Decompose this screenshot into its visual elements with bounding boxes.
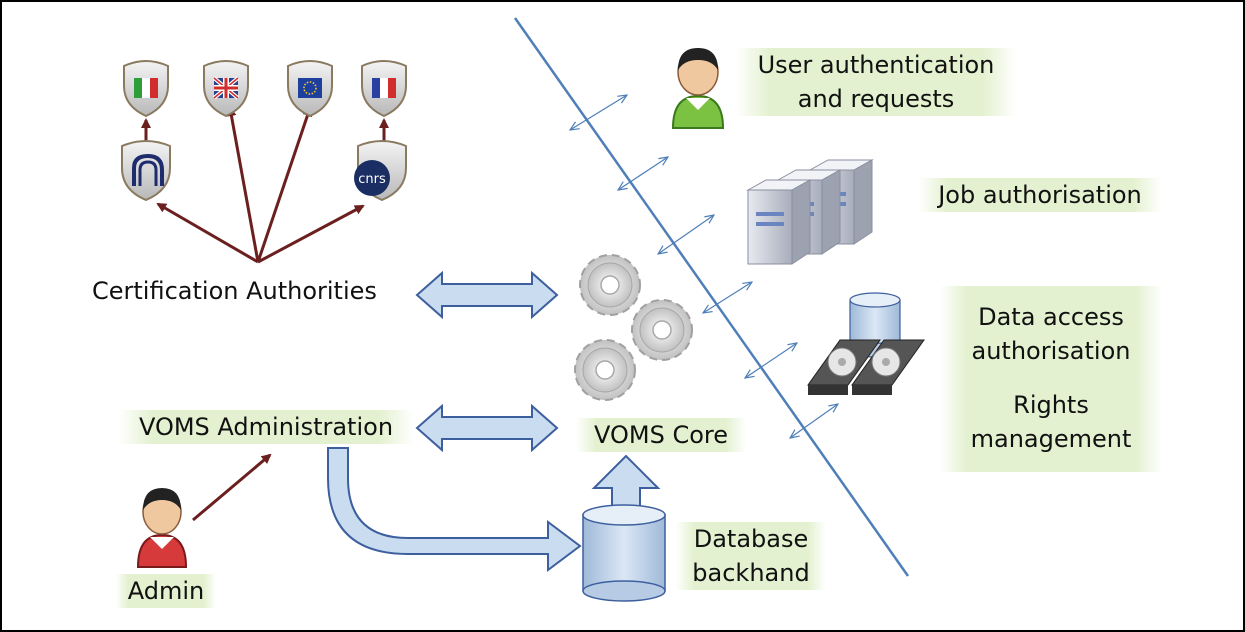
user-auth-line-2: and requests — [797, 85, 955, 113]
admin-to-database-arrow — [327, 447, 582, 572]
uk-flag-shield-icon — [203, 60, 249, 118]
database-line-2: backhand — [692, 559, 810, 587]
admin-label: Admin — [116, 574, 216, 608]
admin-user-icon — [136, 488, 188, 568]
ca-to-uk-arrow — [226, 106, 260, 263]
data-access-line-1: Data access — [978, 303, 1124, 331]
data-access-line-3: Rights — [1013, 391, 1089, 419]
ca-to-eu-arrow — [256, 106, 313, 263]
comm-arrow-2 — [618, 157, 668, 190]
comm-arrow-4 — [703, 282, 752, 313]
database-to-core-arrow — [591, 454, 661, 513]
data-access-line-2: authorisation — [971, 337, 1131, 365]
hard-disk-icon — [807, 339, 925, 395]
job-auth-label: Job authorisation — [918, 178, 1162, 212]
user-auth-line-1: User authentication — [757, 51, 995, 79]
server-rack-icon — [746, 159, 874, 265]
voms-administration-label: VOMS Administration — [118, 410, 414, 444]
user-icon — [671, 48, 725, 129]
data-access-label: Data access authorisation Rights managem… — [940, 286, 1162, 472]
data-access-line-4: management — [970, 425, 1132, 453]
storage-icon — [807, 292, 925, 395]
admin-to-voms-admin-arrow — [192, 453, 272, 522]
comm-arrow-3 — [658, 215, 714, 254]
database-label: Database backhand — [676, 522, 826, 590]
eu-flag-shield-icon — [287, 60, 333, 118]
admin-core-block-arrow — [415, 403, 559, 453]
database-cylinder-icon — [582, 504, 666, 602]
ca-to-infn-arrow — [156, 202, 259, 264]
certification-authorities-label: Certification Authorities — [92, 277, 377, 305]
database-line-1: Database — [693, 525, 809, 553]
comm-arrow-1 — [570, 95, 627, 130]
infn-logo-shield-icon — [121, 140, 171, 202]
ca-to-cnrs-arrow — [257, 204, 365, 264]
communication-arrows — [570, 95, 838, 438]
voms-core-label: VOMS Core — [576, 418, 746, 452]
data-access-spacer — [940, 368, 1162, 388]
cnrs-logo-shield-icon: cnrs — [354, 140, 407, 202]
gears-icon — [574, 254, 693, 401]
ca-core-block-arrow — [415, 270, 559, 320]
italy-flag-shield-icon — [123, 60, 169, 118]
user-auth-label: User authentication and requests — [736, 48, 1016, 116]
france-flag-shield-icon — [361, 60, 407, 118]
comm-arrow-6 — [790, 404, 838, 438]
cnrs-logo-text: cnrs — [358, 172, 386, 187]
comm-arrow-5 — [745, 343, 797, 378]
